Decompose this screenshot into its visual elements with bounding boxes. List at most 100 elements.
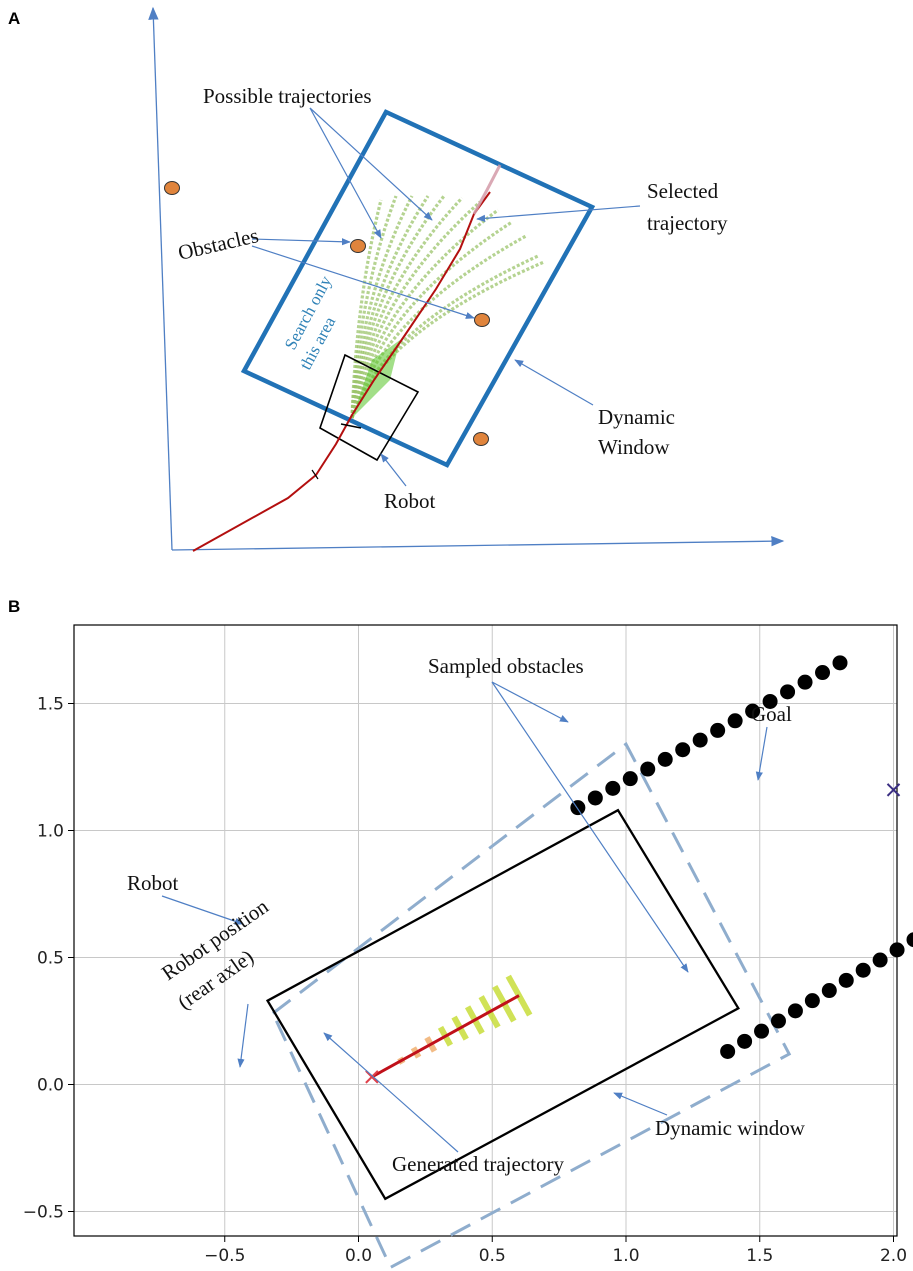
possible-trajectory-11	[350, 254, 539, 419]
arrow-robot-position	[237, 1003, 249, 1068]
possible-trajectory-12	[350, 260, 545, 419]
possible-trajectory-8	[350, 208, 499, 419]
arrow-sampled-1	[491, 681, 569, 723]
obstacle-upper-15	[815, 665, 831, 681]
arrow-obstacles-2	[251, 245, 475, 319]
possible-trajectory-9	[350, 220, 513, 419]
obstacle-4	[473, 432, 489, 446]
obstacle-lower-4	[770, 1013, 786, 1029]
obstacle-1	[164, 181, 180, 195]
panel-b-grid	[74, 625, 897, 1236]
possible-trajectory-10	[350, 234, 527, 419]
dynamic-window-dashed	[271, 741, 792, 1270]
arrow-possible-1	[309, 107, 382, 239]
panel-b: B −0.50.00.51.01.52.02.51.51.00.50.0−0.5	[8, 597, 913, 1270]
obstacle-upper-16	[832, 655, 848, 671]
label-selected-2: trajectory	[647, 211, 728, 235]
obstacle-lower-3	[754, 1023, 770, 1039]
sampled-obstacles	[570, 655, 913, 1059]
obstacle-upper-8	[692, 732, 708, 748]
label-sampled-obstacles: Sampled obstacles	[428, 654, 584, 678]
goal-marker	[886, 783, 901, 797]
label-dynamic-1: Dynamic	[598, 405, 675, 429]
generated-trajectory-line	[371, 994, 520, 1079]
dynamic-window-box	[240, 109, 596, 468]
obstacle-upper-11	[745, 703, 761, 719]
possible-trajectory-1	[350, 199, 383, 419]
x-tick-label-3: 1.0	[612, 1246, 639, 1266]
label-goal: Goal	[751, 702, 792, 726]
y-tick-label-0: 1.5	[37, 695, 64, 715]
arrow-goal	[755, 726, 768, 781]
obstacle-upper-13	[780, 684, 796, 700]
arrow-obstacles-1	[251, 238, 351, 246]
possible-trajectories-fan	[350, 195, 545, 419]
obstacle-upper-3	[605, 780, 621, 796]
label-dynamic-2: Window	[598, 435, 670, 459]
panel-b-letter: B	[8, 597, 20, 616]
arrow-possible-2	[309, 107, 433, 221]
selected-trajectory-tip	[472, 164, 502, 215]
obstacle-upper-9	[710, 722, 726, 738]
label-robot-b: Robot	[127, 871, 179, 895]
panel-b-plot-frame	[73, 624, 898, 1237]
panel-a-y-axis	[148, 6, 173, 551]
obstacle-upper-7	[675, 742, 691, 758]
goal-x-2	[886, 783, 901, 797]
obstacle-lower-5	[787, 1003, 803, 1019]
panel-a: A Possible trajectories	[8, 6, 785, 552]
robot-box-b	[265, 808, 740, 1201]
y-tick-label-2: 0.5	[37, 949, 64, 969]
obstacle-upper-14	[797, 674, 813, 690]
label-possible-trajectories: Possible trajectories	[203, 84, 372, 108]
obstacle-lower-2	[737, 1033, 753, 1049]
label-generated-trajectory: Generated trajectory	[392, 1152, 564, 1176]
obstacle-lower-1	[720, 1043, 736, 1059]
robot-box	[319, 353, 420, 462]
obstacle-lower-7	[821, 983, 837, 999]
obstacle-3	[474, 313, 490, 327]
obstacle-upper-6	[657, 751, 673, 767]
obstacle-upper-10	[727, 713, 743, 729]
obstacle-upper-4	[622, 771, 638, 787]
possible-trajectory-2	[350, 195, 398, 419]
robot-position-x-2	[365, 1070, 379, 1084]
x-tick-label-5: 2.0	[880, 1246, 907, 1266]
label-dynamic-window-b: Dynamic window	[655, 1116, 806, 1140]
obstacle-lower-10	[872, 952, 888, 968]
arrow-sampled-2	[491, 681, 689, 973]
obstacle-upper-5	[640, 761, 656, 777]
arrow-generated-trajectory	[323, 1032, 459, 1153]
panel-a-x-axis	[171, 535, 785, 551]
obstacle-upper-1	[570, 800, 586, 816]
arrow-dynamic-window	[514, 359, 594, 406]
arrow-dynamic-window-b	[613, 1092, 668, 1116]
robot-heading-marker	[340, 423, 362, 429]
obstacle-upper-2	[587, 790, 603, 806]
obstacle-lower-8	[838, 972, 854, 988]
label-robot-a: Robot	[384, 489, 436, 513]
y-tick-label-4: −0.5	[23, 1203, 64, 1223]
robot-path	[192, 191, 491, 552]
x-tick-label-4: 1.5	[746, 1246, 773, 1266]
label-selected-1: Selected	[647, 179, 719, 203]
robot-position-marker	[365, 1070, 379, 1084]
obstacle-2	[350, 239, 366, 253]
panel-a-letter: A	[8, 9, 20, 28]
label-obstacles: Obstacles	[176, 223, 261, 265]
x-tick-label-0: −0.5	[204, 1246, 245, 1266]
x-tick-label-1: 0.0	[345, 1246, 372, 1266]
path-tick-1	[311, 469, 319, 480]
obstacle-lower-6	[804, 993, 820, 1009]
obstacle-lower-11	[889, 942, 905, 958]
arrow-robot	[380, 453, 407, 487]
x-tick-label-2: 0.5	[479, 1246, 506, 1266]
y-tick-label-1: 1.0	[37, 822, 64, 842]
obstacle-upper-12	[762, 693, 778, 709]
arrow-robot-b	[161, 895, 244, 925]
obstacle-lower-12	[906, 932, 913, 948]
y-tick-label-3: 0.0	[37, 1076, 64, 1096]
panel-b-ticks: −0.50.00.51.01.52.02.51.51.00.50.0−0.5	[23, 695, 907, 1267]
obstacle-lower-9	[855, 962, 871, 978]
arrow-selected	[476, 205, 641, 222]
